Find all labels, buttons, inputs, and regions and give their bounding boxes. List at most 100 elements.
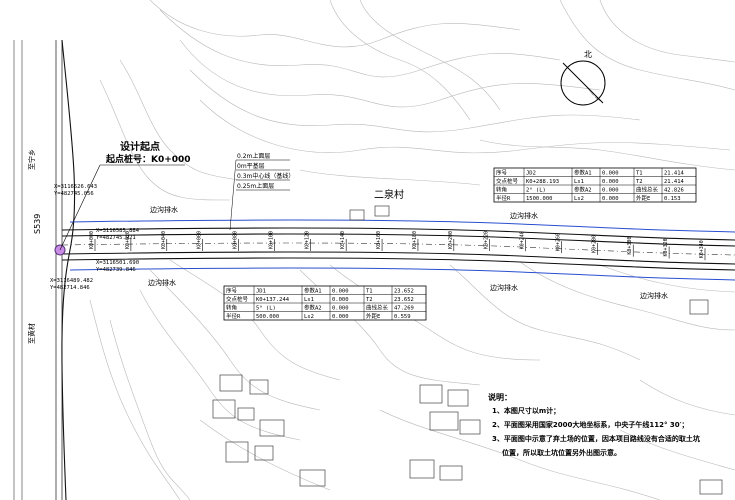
station-label: K0+180 xyxy=(412,231,418,249)
table-cell: 转角 xyxy=(496,185,507,193)
coord-c6: Y=482739.846 xyxy=(96,267,136,273)
svg-text:3、平面图中示意了弃土场的位置，因本项目路线没有合适的取土坑: 3、平面图中示意了弃土场的位置，因本项目路线没有合适的取土坑 xyxy=(492,434,700,443)
table-cell: 曲线总长 xyxy=(366,303,389,311)
station-label: K0+080 xyxy=(233,231,239,249)
table-cell: 42.826 xyxy=(664,187,684,193)
table-cell: JD2 xyxy=(526,170,536,176)
svg-text:0.2m上面层: 0.2m上面层 xyxy=(237,152,270,160)
start-callout: 设计起点 起点桩号：K0+000 xyxy=(59,140,191,251)
table-cell: JD1 xyxy=(256,288,266,294)
table-cell: T2 xyxy=(636,179,643,185)
station-label: K0+340 xyxy=(699,240,705,258)
coord-c4: Y=482745.921 xyxy=(96,235,136,241)
table-cell: T1 xyxy=(636,170,643,176)
table-cell: 外距E xyxy=(366,312,380,320)
coord-c2: Y=482745.056 xyxy=(54,191,94,197)
table-cell: 交点桩号 xyxy=(226,295,249,303)
buildings xyxy=(212,205,723,495)
table-cell: T2 xyxy=(366,297,373,303)
svg-text:2、平面图采用国家2000大地坐标系，中央子午线112° 3: 2、平面图采用国家2000大地坐标系，中央子午线112° 30′； xyxy=(492,420,689,429)
coord-c1: X=3116526.643 xyxy=(54,184,97,190)
table-cell: 曲线总长 xyxy=(636,185,659,193)
table-cell: 23.652 xyxy=(394,288,414,294)
table-cell: Ls2 xyxy=(304,314,314,320)
svg-text:0.25m上面层: 0.25m上面层 xyxy=(237,182,274,190)
start-stake: 起点桩号：K0+000 xyxy=(105,153,191,165)
station-label: K0+220 xyxy=(484,231,490,249)
svg-text:1、本图尺寸以m计；: 1、本图尺寸以m计； xyxy=(492,406,560,415)
north-arrow: 北 xyxy=(560,50,606,106)
table-cell: 外距E xyxy=(636,194,650,202)
table-cell: 交点桩号 xyxy=(496,177,519,185)
curve-table-jd2: 序号 JD2 参数A1 0.000 T1 21.414 交点桩号 K0+288.193 Ls1 0… xyxy=(493,167,697,203)
table-cell: Ls2 xyxy=(574,196,584,202)
svg-text:0.3m中心线（基线）: 0.3m中心线（基线） xyxy=(237,172,294,180)
svg-text:边沟排水: 边沟排水 xyxy=(510,211,538,220)
table-cell: K0+288.193 xyxy=(526,179,559,185)
station-label: K0+280 xyxy=(591,235,597,253)
station-label: K0+120 xyxy=(304,231,310,249)
table-cell: 2° (L) xyxy=(526,187,546,193)
coord-c7: X=3116489.482 xyxy=(50,278,93,284)
table-cell: 0.559 xyxy=(394,314,411,320)
table-cell: T1 xyxy=(366,288,373,294)
station-labels: K0+000 K0+020 K0+040 K0+060 K0+080 K0+100 K0+1… xyxy=(89,231,706,261)
contour-lines xyxy=(89,0,735,500)
table-cell: 序号 xyxy=(496,168,508,176)
station-label: K0+300 xyxy=(627,237,633,255)
station-label: K0+060 xyxy=(197,231,203,249)
svg-text:0m平基层: 0m平基层 xyxy=(237,162,265,170)
table-cell: 0.153 xyxy=(664,196,681,202)
station-label: K0+140 xyxy=(340,231,346,249)
svg-text:边沟排水: 边沟排水 xyxy=(490,283,518,292)
table-cell: 0.000 xyxy=(602,179,619,185)
station-label: K0+320 xyxy=(663,238,669,256)
table-cell: Ls1 xyxy=(574,179,584,185)
table-cell: Ls1 xyxy=(304,297,314,303)
coordinate-labels: X=3116526.643 Y=482745.056 X=3116585.884… xyxy=(50,184,140,291)
village-label: 二泉村 xyxy=(374,188,404,201)
table-cell: 0.000 xyxy=(602,196,619,202)
table-cell: 23.652 xyxy=(394,297,414,303)
coord-c5: X=3116501.690 xyxy=(96,260,139,266)
station-label: K0+040 xyxy=(161,231,167,249)
table-cell: 5° (L) xyxy=(256,305,276,311)
highway-s539 xyxy=(13,39,76,500)
table-cell: 转角 xyxy=(226,303,237,311)
table-cell: 参数A1 xyxy=(574,168,592,176)
road-label-upper: 至宁乡 xyxy=(27,149,36,170)
table-cell: 半径R xyxy=(496,194,511,202)
highway-label: S539 xyxy=(33,214,42,234)
notes: 说明： 1、本图尺寸以m计； 2、平面图采用国家2000大地坐标系，中央子午线1… xyxy=(488,392,700,457)
drainage-labels: 边沟排水 边沟排水 边沟排水 边沟排水 边沟排水 xyxy=(148,205,668,300)
station-label: K0+200 xyxy=(448,231,454,249)
station-label: K0+260 xyxy=(555,233,561,251)
station-label: K0+000 xyxy=(89,231,95,249)
table-cell: 21.414 xyxy=(664,179,685,185)
table-cell: K0+137.244 xyxy=(256,297,290,303)
table-cell: 0.000 xyxy=(602,187,619,193)
table-cell: 参数A2 xyxy=(304,303,322,311)
svg-text:边沟排水: 边沟排水 xyxy=(640,291,668,300)
table-cell: 0.000 xyxy=(332,297,349,303)
station-label: K0+100 xyxy=(268,231,274,249)
station-label: K0+020 xyxy=(125,231,131,249)
svg-text:边沟排水: 边沟排水 xyxy=(150,205,178,214)
road-label-lower: 至黄材 xyxy=(27,323,36,344)
coord-c3: X=3116585.884 xyxy=(96,228,140,234)
notes-title: 说明： xyxy=(488,392,512,402)
table-cell: 0.000 xyxy=(332,288,349,294)
table-cell: 参数A2 xyxy=(574,185,592,193)
design-road xyxy=(61,219,735,281)
station-label: K0+240 xyxy=(520,231,526,249)
table-cell: 47.269 xyxy=(394,305,414,311)
station-label: K0+160 xyxy=(376,231,382,249)
table-cell: 序号 xyxy=(226,286,238,294)
north-label: 北 xyxy=(584,50,592,59)
table-cell: 500.000 xyxy=(256,314,279,320)
svg-text:边沟排水: 边沟排水 xyxy=(148,278,176,287)
table-cell: 21.414 xyxy=(664,170,685,176)
coord-c8: Y=482714.846 xyxy=(50,285,90,291)
